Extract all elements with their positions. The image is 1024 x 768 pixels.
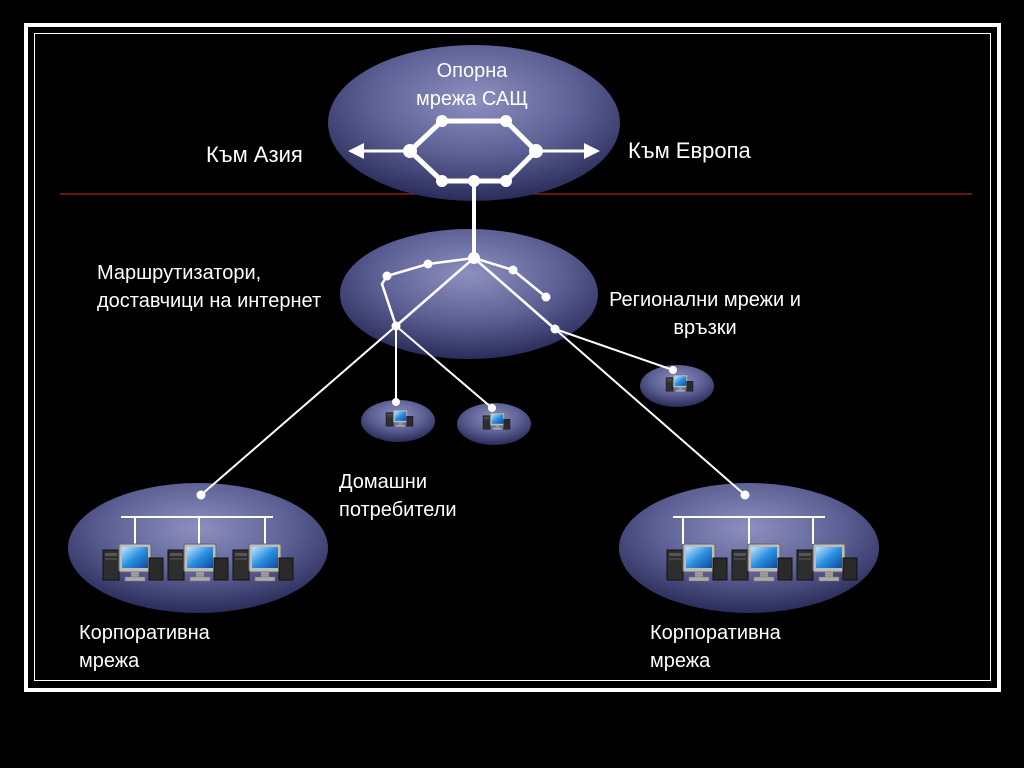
arrow-to-europe (536, 143, 600, 159)
backbone-nodes (403, 115, 543, 187)
corp-lan-left (121, 516, 273, 544)
backbone-label: Опорна мрежа САЩ (392, 57, 552, 113)
isp-cloud (340, 229, 598, 359)
home-users-label-line1: Домашни (339, 471, 428, 493)
backbone-label-line1: Опорна (436, 60, 508, 82)
routers-label-line1: Маршрутизатори, (97, 262, 262, 284)
regional-label-line2: връзки (673, 317, 737, 339)
slide-frame-inner (34, 33, 991, 681)
home-users-label: Домашни потребители (339, 468, 457, 524)
routers-label: Маршрутизатори, доставчици на интернет (97, 259, 321, 315)
access-links (200, 325, 746, 496)
arrow-to-asia (348, 143, 410, 159)
corp-left-label: Корпоративна мрежа (79, 619, 210, 675)
isp-nodes (196, 252, 750, 500)
corp-lan-right (673, 516, 825, 544)
corp-left-label-line1: Корпоративна (79, 622, 210, 644)
backbone-label-line2: мрежа САЩ (416, 88, 528, 110)
regional-label-line1: Регионални мрежи и (609, 289, 801, 311)
to-asia-label: Към Азия (206, 142, 303, 167)
corp-right-label-line2: мрежа (650, 650, 711, 672)
corp-right-label: Корпоративна мрежа (650, 619, 781, 675)
to-europe-label: Към Европа (628, 138, 751, 163)
routers-label-line2: доставчици на интернет (97, 290, 322, 312)
slide-frame-outer (24, 23, 1001, 692)
corp-left-label-line2: мрежа (79, 650, 140, 672)
regional-label: Регионални мрежи и връзки (585, 286, 825, 342)
corp-right-label-line1: Корпоративна (650, 622, 781, 644)
home-users-label-line2: потребители (339, 499, 457, 521)
